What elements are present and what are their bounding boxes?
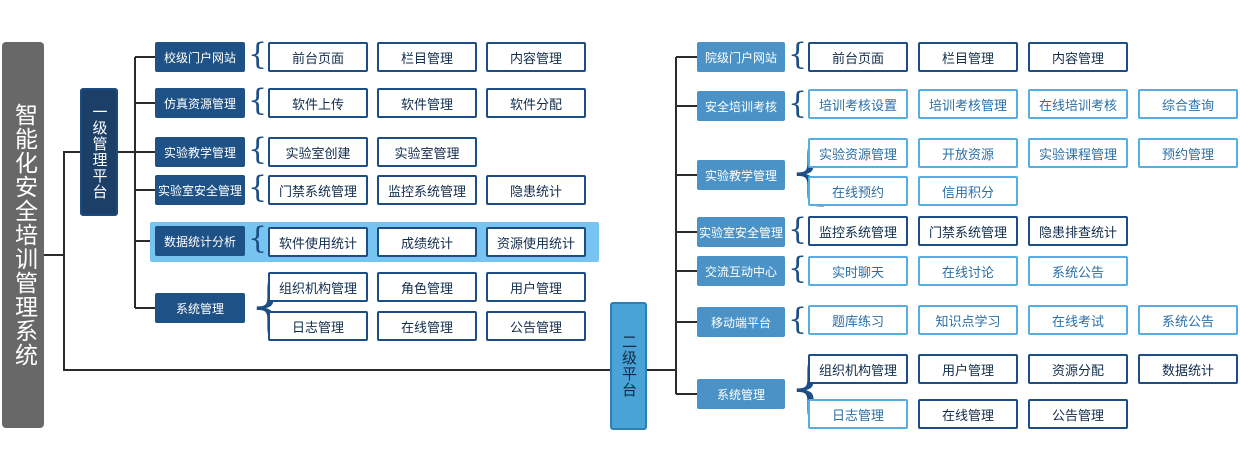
left-item: 软件上传 [268, 88, 368, 118]
right-item: 系统公告 [1138, 305, 1238, 335]
category-label: 实验室安全管理 [698, 225, 783, 240]
right-item: 数据统计 [1138, 354, 1238, 384]
root-node: 智能化安全培训管理系统 [2, 42, 44, 428]
right-item: 栏目管理 [918, 42, 1018, 72]
left-item: 在线管理 [377, 311, 477, 341]
right-category-0: 院级门户网站 [697, 42, 785, 72]
left-item: 软件管理 [377, 88, 477, 118]
left-brace-3: { [248, 170, 268, 205]
category-label: 院级门户网站 [704, 50, 777, 65]
right-category-3: 实验室安全管理 [697, 217, 785, 247]
left-item: 实验室管理 [377, 137, 477, 167]
right-brace-1: { [788, 86, 808, 121]
level1-right-label: 二级平台 [620, 334, 638, 398]
category-label: 系统管理 [175, 301, 224, 316]
left-category-3: 实验室安全管理 [155, 175, 245, 205]
left-category-1: 仿真资源管理 [155, 88, 245, 118]
right-item: 知识点学习 [918, 305, 1018, 335]
right-brace-3: { [788, 212, 808, 247]
right-brace-5: { [788, 302, 808, 337]
left-item: 监控系统管理 [377, 175, 477, 205]
right-item: 在线管理 [918, 399, 1018, 429]
category-label: 实验室安全管理 [157, 183, 242, 198]
right-item: 用户管理 [918, 354, 1018, 384]
left-item: 门禁系统管理 [268, 175, 368, 205]
right-item: 实验资源管理 [808, 138, 908, 168]
left-item: 软件分配 [486, 88, 586, 118]
right-item: 组织机构管理 [808, 354, 908, 384]
left-category-2: 实验教学管理 [155, 137, 245, 167]
category-label: 安全培训考核 [704, 99, 777, 114]
root-label: 智能化安全培训管理系统 [10, 103, 37, 367]
category-label: 移动端平台 [710, 315, 771, 330]
left-item: 资源使用统计 [486, 227, 586, 257]
right-item: 在线考试 [1028, 305, 1128, 335]
left-category-5: 系统管理 [155, 293, 245, 323]
right-item: 日志管理 [808, 399, 908, 429]
right-category-2: 实验教学管理 [697, 160, 785, 190]
right-item: 在线预约 [808, 176, 908, 206]
category-label: 系统管理 [716, 387, 765, 402]
right-item: 资源分配 [1028, 354, 1128, 384]
right-item: 实验课程管理 [1028, 138, 1128, 168]
left-item: 组织机构管理 [268, 272, 368, 302]
right-item: 在线讨论 [918, 256, 1018, 286]
right-item: 门禁系统管理 [918, 216, 1018, 246]
right-item: 系统公告 [1028, 256, 1128, 286]
left-item: 日志管理 [268, 311, 368, 341]
right-category-4: 交流互动中心 [697, 256, 785, 286]
right-brace-0: { [788, 37, 808, 72]
left-category-0: 校级门户网站 [155, 42, 245, 72]
left-brace-2: { [248, 132, 268, 167]
left-item: 软件使用统计 [268, 227, 368, 257]
level1-left-label: 一级管理平台 [90, 104, 109, 200]
left-item: 栏目管理 [377, 42, 477, 72]
left-brace-1: { [248, 83, 268, 118]
right-item: 公告管理 [1028, 399, 1128, 429]
right-item: 开放资源 [918, 138, 1018, 168]
category-label: 校级门户网站 [163, 50, 236, 65]
right-item: 隐患排查统计 [1028, 216, 1128, 246]
left-item: 内容管理 [486, 42, 586, 72]
left-item: 用户管理 [486, 272, 586, 302]
category-label: 交流互动中心 [704, 264, 777, 279]
right-item: 前台页面 [808, 42, 908, 72]
left-item: 公告管理 [486, 311, 586, 341]
right-item: 培训考核管理 [918, 89, 1018, 119]
category-label: 实验教学管理 [163, 145, 236, 160]
left-item: 隐患统计 [486, 175, 586, 205]
level1-right-node: 二级平台 [610, 302, 647, 430]
right-category-5: 移动端平台 [697, 307, 785, 337]
left-item: 成绩统计 [377, 227, 477, 257]
left-item: 实验室创建 [268, 137, 368, 167]
right-item: 预约管理 [1138, 138, 1238, 168]
right-item: 综合查询 [1138, 89, 1238, 119]
right-category-6: 系统管理 [697, 379, 785, 409]
right-category-1: 安全培训考核 [697, 91, 785, 121]
category-label: 仿真资源管理 [163, 96, 236, 111]
right-item: 实时聊天 [808, 256, 908, 286]
right-item: 监控系统管理 [808, 216, 908, 246]
right-brace-4: { [788, 251, 808, 286]
left-category-4: 数据统计分析 [155, 226, 245, 256]
category-label: 实验教学管理 [704, 168, 777, 183]
right-item: 内容管理 [1028, 42, 1128, 72]
category-label: 数据统计分析 [163, 234, 236, 249]
left-brace-4: { [248, 221, 268, 256]
level1-left-node: 一级管理平台 [80, 88, 118, 216]
left-item: 前台页面 [268, 42, 368, 72]
right-item: 题库练习 [808, 305, 908, 335]
right-item: 在线培训考核 [1028, 89, 1128, 119]
left-item: 角色管理 [377, 272, 477, 302]
right-item: 信用积分 [918, 176, 1018, 206]
right-item: 培训考核设置 [808, 89, 908, 119]
left-brace-0: { [248, 37, 268, 72]
